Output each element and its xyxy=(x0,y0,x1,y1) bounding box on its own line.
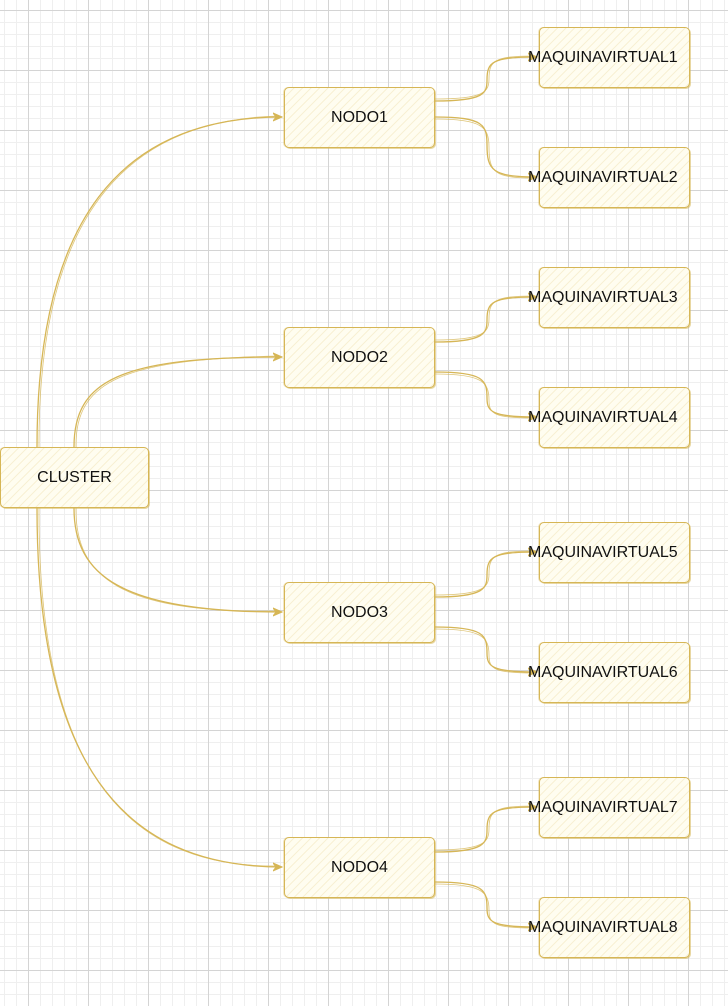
edge-nodo3-vm6-sketch xyxy=(434,628,535,674)
edge-nodo4-vm7-sketch xyxy=(434,805,535,851)
edge-cluster-nodo4-sketch xyxy=(38,507,281,867)
edge-nodo2-vm4 xyxy=(434,371,537,417)
vm-label: MAQUINAVIRTUAL1 xyxy=(528,48,678,66)
vm-label: MAQUINAVIRTUAL4 xyxy=(528,408,678,426)
node-box-nodo2[interactable]: NODO2 xyxy=(284,327,435,388)
edge-nodo3-vm5-sketch xyxy=(434,550,535,596)
node-label: NODO1 xyxy=(331,108,388,126)
edge-cluster-nodo1 xyxy=(36,117,282,448)
edge-cluster-nodo3 xyxy=(73,507,282,612)
vm-box-8[interactable]: MAQUINAVIRTUAL8 xyxy=(528,897,690,958)
edge-nodo2-vm3 xyxy=(434,297,537,343)
vm-label: MAQUINAVIRTUAL8 xyxy=(528,918,678,936)
cluster-label: CLUSTER xyxy=(37,468,112,486)
node-label: NODO2 xyxy=(331,348,388,366)
vm-box-7[interactable]: MAQUINAVIRTUAL7 xyxy=(528,777,690,838)
edge-nodo2-vm3-sketch xyxy=(434,295,535,341)
edge-cluster-nodo2 xyxy=(73,357,282,448)
edge-nodo1-vm2-sketch xyxy=(434,118,535,179)
vm-box-3[interactable]: MAQUINAVIRTUAL3 xyxy=(528,267,690,328)
edge-cluster-nodo4 xyxy=(36,507,282,867)
edge-cluster-nodo2-sketch xyxy=(75,355,281,448)
cluster-box[interactable]: CLUSTER xyxy=(0,447,149,508)
cluster-node-edges xyxy=(36,115,282,867)
node-box-nodo4[interactable]: NODO4 xyxy=(284,837,435,898)
edge-nodo3-vm5 xyxy=(434,552,537,598)
vm-label: MAQUINAVIRTUAL6 xyxy=(528,663,678,681)
node-box-nodo1[interactable]: NODO1 xyxy=(284,87,435,148)
vm-label: MAQUINAVIRTUAL3 xyxy=(528,288,678,306)
vm-label: MAQUINAVIRTUAL7 xyxy=(528,798,678,816)
edge-cluster-nodo1-sketch xyxy=(38,115,281,448)
edge-nodo3-vm6 xyxy=(434,626,537,672)
vm-box-6[interactable]: MAQUINAVIRTUAL6 xyxy=(528,642,690,703)
edge-nodo1-vm1 xyxy=(434,57,537,102)
edge-nodo4-vm7 xyxy=(434,807,537,853)
vm-box-4[interactable]: MAQUINAVIRTUAL4 xyxy=(528,387,690,448)
vm-box-1[interactable]: MAQUINAVIRTUAL1 xyxy=(528,27,690,88)
vm-box-5[interactable]: MAQUINAVIRTUAL5 xyxy=(528,522,690,583)
vm-label: MAQUINAVIRTUAL2 xyxy=(528,168,678,186)
node-label: NODO3 xyxy=(331,603,388,621)
vm-box-2[interactable]: MAQUINAVIRTUAL2 xyxy=(528,147,690,208)
node-vm-edges xyxy=(434,55,537,929)
node-label: NODO4 xyxy=(331,858,388,876)
edge-nodo4-vm8 xyxy=(434,881,537,927)
edge-nodo1-vm1-sketch xyxy=(434,55,535,100)
edge-cluster-nodo3-sketch xyxy=(75,507,281,612)
edge-nodo1-vm2 xyxy=(434,116,537,177)
edge-nodo4-vm8-sketch xyxy=(434,883,535,929)
node-box-nodo3[interactable]: NODO3 xyxy=(284,582,435,643)
vm-label: MAQUINAVIRTUAL5 xyxy=(528,543,678,561)
edge-nodo2-vm4-sketch xyxy=(434,373,535,419)
